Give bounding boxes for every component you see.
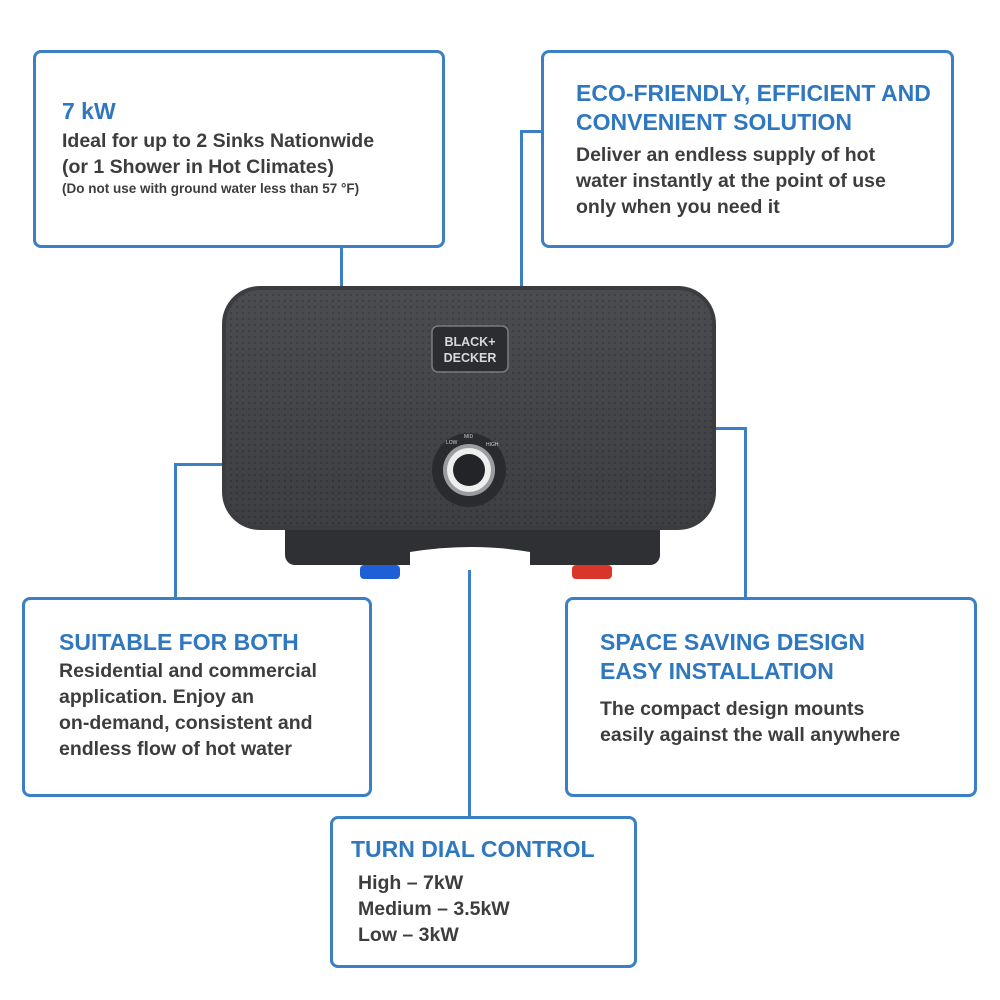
connector-dial xyxy=(468,505,471,818)
connector-space-vertical xyxy=(744,427,747,599)
brand-logo: BLACK+ DECKER xyxy=(431,325,509,373)
callout-power-line-1: Ideal for up to 2 Sinks Nationwide xyxy=(62,130,375,152)
callout-space-title-line-1: SPACE SAVING DESIGN xyxy=(600,629,865,655)
callout-space-line-2: easily against the wall anywhere xyxy=(600,724,901,746)
callout-suitable-title: SUITABLE FOR BOTH xyxy=(59,629,299,655)
logo-line-1: BLACK+ xyxy=(444,335,495,349)
connector-eco-vertical xyxy=(520,130,523,300)
hot-water-pipe xyxy=(572,565,612,579)
callout-dial-line-medium: Medium – 3.5kW xyxy=(358,898,510,920)
callout-eco-title-line-2: CONVENIENT SOLUTION xyxy=(576,109,853,135)
logo-line-2: DECKER xyxy=(444,351,497,365)
connector-eco-horizontal xyxy=(520,130,542,133)
callout-power-line-2: (or 1 Shower in Hot Climates) xyxy=(62,156,334,178)
callout-suitable-line-3: on-demand, consistent and xyxy=(59,712,313,734)
callout-suitable-line-2: application. Enjoy an xyxy=(59,686,255,708)
callout-eco: ECO-FRIENDLY, EFFICIENT AND CONVENIENT S… xyxy=(541,50,954,248)
callout-eco-line-2: water instantly at the point of use xyxy=(576,170,886,192)
dial-label-high: HIGH xyxy=(486,442,499,448)
heater-body xyxy=(222,286,716,530)
callout-power: 7 kW Ideal for up to 2 Sinks Nationwide … xyxy=(33,50,445,248)
water-heater-illustration: BLACK+ DECKER LOW MID HIGH xyxy=(222,286,716,579)
callout-eco-line-1: Deliver an endless supply of hot xyxy=(576,144,876,166)
connector-power xyxy=(340,248,343,300)
callout-dial-title: TURN DIAL CONTROL xyxy=(351,836,595,862)
callout-space: SPACE SAVING DESIGN EASY INSTALLATION Th… xyxy=(565,597,977,797)
control-dial[interactable]: LOW MID HIGH xyxy=(432,433,506,507)
callout-power-title: 7 kW xyxy=(62,98,116,124)
callout-power-note: (Do not use with ground water less than … xyxy=(62,181,360,196)
callout-eco-title-line-1: ECO-FRIENDLY, EFFICIENT AND xyxy=(576,80,931,106)
callout-dial-line-low: Low – 3kW xyxy=(358,924,459,946)
callout-space-line-1: The compact design mounts xyxy=(600,698,865,720)
cold-water-pipe xyxy=(360,565,400,579)
callout-eco-line-3: only when you need it xyxy=(576,196,780,218)
dial-label-mid: MID xyxy=(464,434,474,440)
callout-suitable-line-1: Residential and commercial xyxy=(59,660,317,682)
callout-space-title-line-2: EASY INSTALLATION xyxy=(600,658,834,684)
callout-dial-line-high: High – 7kW xyxy=(358,872,464,894)
callout-suitable-line-4: endless flow of hot water xyxy=(59,738,292,760)
callout-dial: TURN DIAL CONTROL High – 7kW Medium – 3.… xyxy=(330,816,637,968)
callout-suitable: SUITABLE FOR BOTH Residential and commer… xyxy=(22,597,372,797)
dial-label-low: LOW xyxy=(446,440,458,446)
connector-suitable-vertical xyxy=(174,463,177,599)
